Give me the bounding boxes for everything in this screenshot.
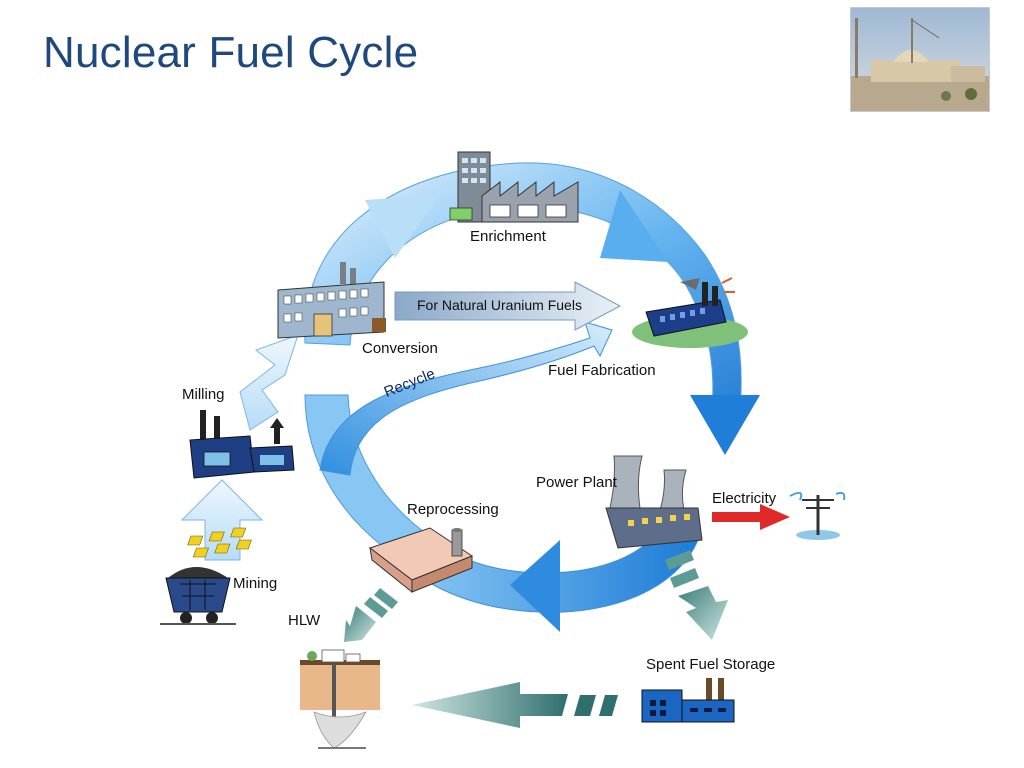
cycle-arrow-head-lower (510, 540, 560, 632)
nuclear-plant-photo (850, 7, 990, 112)
label-conversion: Conversion (362, 340, 438, 357)
conversion-building-icon (277, 262, 386, 339)
enrichment-factory-icon (449, 151, 579, 223)
label-milling: Milling (182, 386, 225, 403)
page-title: Nuclear Fuel Cycle (43, 28, 419, 77)
label-fuel-fabrication: Fuel Fabrication (548, 362, 656, 379)
spent-fuel-storage-icon (641, 678, 735, 723)
label-mining: Mining (233, 575, 278, 592)
milling-to-conversion-arrow (239, 334, 299, 431)
hlw-repository-icon (300, 649, 380, 749)
label-reprocessing: Reprocessing (407, 501, 499, 518)
electricity-pylon-icon (789, 491, 846, 540)
label-spent-fuel-storage: Spent Fuel Storage (646, 656, 776, 673)
cycle-arrow-head-right (690, 395, 760, 455)
label-hlw: HLW (288, 612, 321, 629)
mining-to-milling-arrow (180, 479, 264, 561)
label-natural-uranium: For Natural Uranium Fuels (417, 297, 582, 313)
label-power-plant: Power Plant (536, 474, 617, 491)
to-hlw-arrow (344, 588, 398, 642)
reprocessing-plant-icon (187, 527, 474, 594)
spent-fuel-to-hlw-arrow (412, 682, 618, 728)
milling-plant-icon (189, 410, 295, 479)
mining-cart-icon (160, 567, 236, 625)
power-plant-icon (605, 455, 703, 549)
to-spent-fuel-arrow (665, 550, 728, 640)
cycle-arrow-head-upper-left (365, 195, 440, 258)
cycle-arrow-head-top-right (600, 190, 668, 262)
electricity-arrow (712, 504, 790, 530)
recycle-arrow (319, 321, 613, 476)
fuel-fabrication-plant-icon (632, 277, 748, 348)
natural-uranium-arrow (394, 281, 622, 331)
label-enrichment: Enrichment (470, 228, 546, 245)
label-electricity: Electricity (712, 490, 777, 507)
